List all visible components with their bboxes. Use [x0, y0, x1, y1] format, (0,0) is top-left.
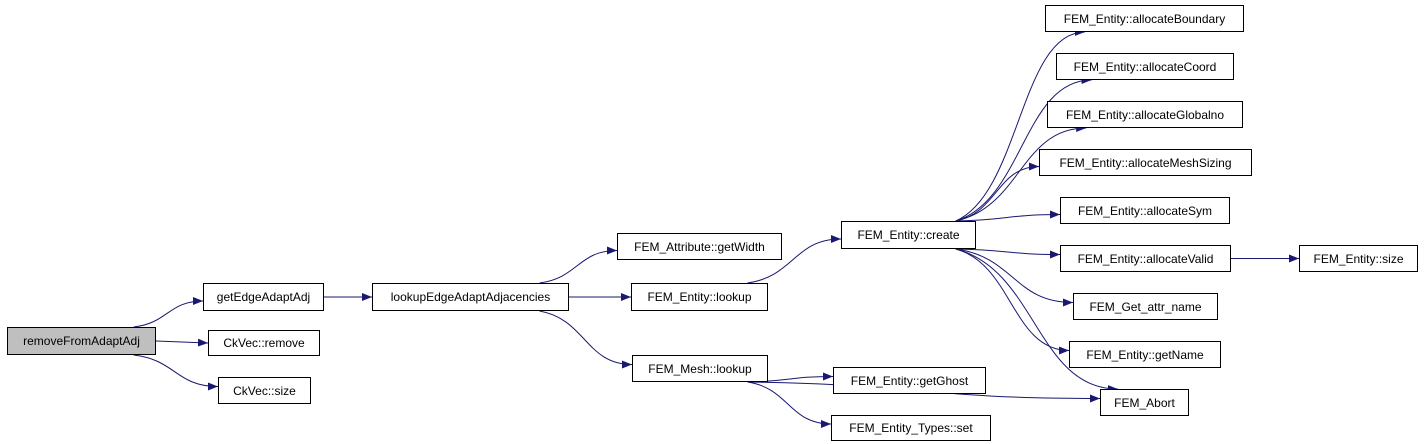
node-FEM-Entity-allocateMeshSizing[interactable]: FEM_Entity::allocateMeshSizing: [1039, 149, 1252, 176]
node-FEM-Entity-Types-set[interactable]: FEM_Entity_Types::set: [831, 415, 991, 441]
edge-FEM_Mesh_lookup-to-FEM_Entity_Types_set: [747, 381, 832, 428]
edge-FEM_Entity_create-to-FEM_Entity_allocateValid: [955, 248, 1061, 259]
node-FEM-Entity-allocateSym[interactable]: FEM_Entity::allocateSym: [1060, 197, 1230, 224]
node-FEM-Entity-getGhost[interactable]: FEM_Entity::getGhost: [833, 367, 986, 394]
node-lookupEdgeAdaptAdjacencies[interactable]: lookupEdgeAdaptAdjacencies: [372, 283, 569, 311]
edge-FEM_Entity_lookup-to-FEM_Entity_create: [747, 235, 842, 284]
edge-removeFromAdaptAdj-to-CkVec_remove: [155, 338, 209, 347]
node-FEM-Mesh-lookup[interactable]: FEM_Mesh::lookup: [632, 355, 768, 382]
node-FEM-Entity-lookup[interactable]: FEM_Entity::lookup: [631, 283, 768, 311]
node-FEM-Entity-create[interactable]: FEM_Entity::create: [841, 221, 976, 249]
node-removeFromAdaptAdj: removeFromAdaptAdj: [7, 327, 156, 355]
edge-removeFromAdaptAdj-to-getEdgeAdaptAdj: [133, 297, 204, 328]
edge-removeFromAdaptAdj-to-CkVec_size: [133, 354, 219, 391]
node-FEM-Entity-allocateGlobalno[interactable]: FEM_Entity::allocateGlobalno: [1047, 101, 1243, 128]
node-CkVec-remove[interactable]: CkVec::remove: [208, 330, 320, 356]
node-FEM-Attribute-getWidth[interactable]: FEM_Attribute::getWidth: [617, 233, 782, 260]
edge-FEM_Entity_create-to-FEM_Entity_getName: [955, 248, 1070, 355]
node-FEM-Get-attr-name[interactable]: FEM_Get_attr_name: [1073, 293, 1218, 320]
edge-FEM_Entity_create-to-FEM_Entity_allocateMeshSizing: [955, 162, 1040, 222]
node-FEM-Entity-getName[interactable]: FEM_Entity::getName: [1069, 341, 1221, 368]
edge-FEM_Entity_create-to-FEM_Entity_allocateGlobalno: [955, 124, 1087, 222]
node-FEM-Entity-allocateCoord[interactable]: FEM_Entity::allocateCoord: [1056, 53, 1234, 80]
edge-FEM_Entity_create-to-FEM_Abort: [955, 248, 1118, 393]
edge-FEM_Entity_create-to-FEM_Get_attr_name: [955, 248, 1074, 307]
edge-FEM_Entity_create-to-FEM_Entity_allocateCoord: [955, 76, 1092, 222]
node-FEM-Abort[interactable]: FEM_Abort: [1100, 389, 1189, 416]
node-CkVec-size[interactable]: CkVec::size: [218, 377, 311, 404]
node-FEM-Entity-allocateBoundary[interactable]: FEM_Entity::allocateBoundary: [1045, 5, 1244, 32]
edge-lookupEdgeAdaptAdjacencies-to-FEM_Attribute_getWidth: [539, 246, 618, 284]
node-FEM-Entity-size[interactable]: FEM_Entity::size: [1299, 245, 1418, 272]
edge-FEM_Entity_create-to-FEM_Entity_allocateSym: [955, 210, 1061, 222]
edge-lookupEdgeAdaptAdjacencies-to-FEM_Mesh_lookup: [539, 310, 633, 369]
node-FEM-Entity-allocateValid[interactable]: FEM_Entity::allocateValid: [1060, 245, 1231, 272]
node-getEdgeAdaptAdj[interactable]: getEdgeAdaptAdj: [203, 283, 324, 311]
edge-FEM_Entity_create-to-FEM_Entity_allocateBoundary: [955, 28, 1085, 222]
